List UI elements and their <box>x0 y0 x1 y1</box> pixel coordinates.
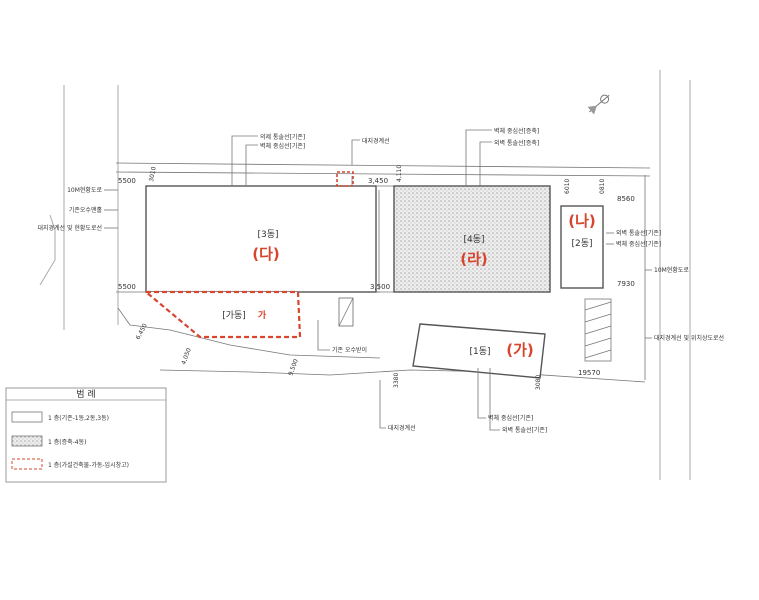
existing-manhole <box>336 171 354 187</box>
building-4-mark: (라) <box>460 250 488 268</box>
building-2-mark: (나) <box>568 212 596 230</box>
site-lines <box>39 70 691 480</box>
dim-5500-top: 5500 <box>118 177 136 185</box>
legend-item-extension: 1 층(증축-4동) <box>48 438 86 446</box>
legend-title: 범 례 <box>76 389 95 400</box>
dim-3010: 3010 <box>148 166 158 182</box>
dim-5500-bottom: 5500 <box>118 283 136 291</box>
label-left-3: 대지경계선 및 현황도로선 <box>37 224 102 232</box>
label-top-right-1: 벽체 중심선[증축] <box>494 127 539 135</box>
building-3-label: [3동] <box>257 229 278 240</box>
temporary-storage-mark: 가 <box>258 309 267 321</box>
building-3-mark: (다) <box>252 245 280 263</box>
label-top-left-2: 벽체 중심선[기존] <box>260 142 305 150</box>
temporary-storage-label: [가동] <box>222 310 246 321</box>
label-bottom-2: 외벽 통솔선[기존] <box>502 426 547 434</box>
dim-6450: 6,450 <box>135 322 149 341</box>
hatched-strip <box>584 298 612 362</box>
label-right-road: 10M현황도로 <box>654 266 689 274</box>
dim-8560: 8560 <box>617 195 635 203</box>
building-4-extension <box>393 185 551 293</box>
label-bottom-1: 벽체 중심선[기존] <box>488 414 533 422</box>
dim-19570: 19570 <box>578 369 600 377</box>
north-arrow-icon <box>587 94 610 115</box>
label-top-left-1: 의제 통솔선[기존] <box>260 133 305 141</box>
dim-4110: 4,110 <box>396 165 403 182</box>
legend-swatch-extension <box>11 435 43 447</box>
dim-3380: 3380 <box>393 373 400 388</box>
legend-item-existing: 1 층(기존-1동,2동,3동) <box>48 414 109 422</box>
building-1-mark: (가) <box>506 341 534 359</box>
building-3 <box>145 185 377 293</box>
dim-0810: 0810 <box>599 179 606 194</box>
building-2-label: [2동] <box>571 238 592 249</box>
label-right-1: 외벽 통솔선[기존] <box>616 229 661 237</box>
dim-4050: 4,050 <box>180 347 193 366</box>
dim-3080: 3080 <box>535 375 542 390</box>
leader-lines <box>104 129 652 431</box>
legend: 범 례 1 층(기존-1동,2동,3동) 1 층(증축-4동) 1 층(가설건축… <box>5 387 167 483</box>
dim-7930: 7930 <box>617 280 635 288</box>
label-left-2: 기존오수맨홀 <box>69 206 103 214</box>
legend-swatch-temporary <box>11 458 43 470</box>
label-right-bottom: 대지경계선 및 위치상도로선 <box>654 334 724 342</box>
label-left-1: 10M현황도로 <box>67 186 102 194</box>
legend-item-temporary: 1 층(가설건축물-가동-임시창고) <box>48 461 129 469</box>
label-sewage: 기존 오수받이 <box>332 346 367 354</box>
dim-3450: 3,450 <box>368 177 388 185</box>
label-right-2: 벽체 중심선[기존] <box>616 240 661 248</box>
dim-6010: 6010 <box>564 179 571 194</box>
building-4-label: [4동] <box>463 234 484 245</box>
temporary-storage <box>142 290 302 339</box>
label-bottom-boundary: 대지경계선 <box>388 424 416 432</box>
legend-swatch-existing <box>11 411 43 423</box>
dim-3500: 3,500 <box>370 283 390 291</box>
building-1-label: [1동] <box>469 346 490 357</box>
building-2 <box>560 205 604 289</box>
label-top-right-2: 외벽 통솔선[증축] <box>494 139 539 147</box>
building-1 <box>412 323 546 379</box>
label-top-mid: 대지경계선 <box>362 137 390 145</box>
